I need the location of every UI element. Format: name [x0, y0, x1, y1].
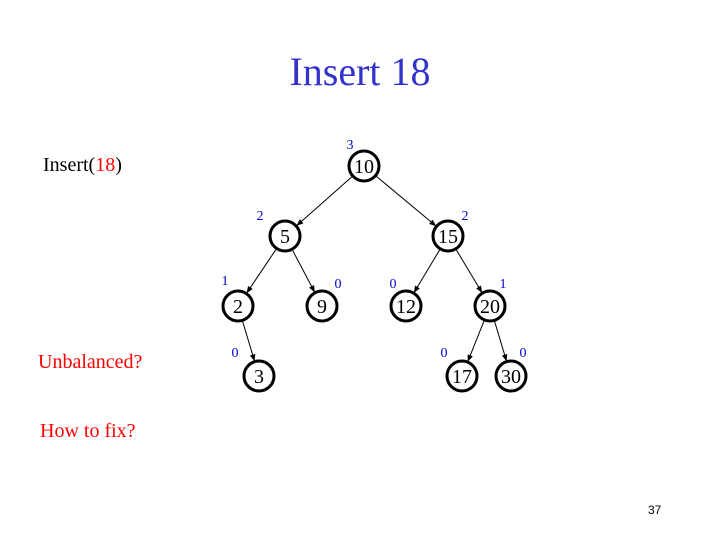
node-circle: [305, 289, 339, 323]
height-label-17: 0: [441, 346, 448, 361]
unbalanced-question: Unbalanced?: [38, 351, 143, 373]
insert-operation-label: Insert(18): [43, 154, 122, 177]
node-key: 17: [452, 366, 472, 388]
tree-node-30: 30: [494, 359, 528, 393]
node-circle: [389, 289, 423, 323]
node-circle: [431, 219, 465, 253]
height-label-9: 0: [335, 277, 342, 292]
height-label-12: 0: [390, 277, 397, 292]
edge-15-to-12: [413, 248, 441, 293]
edge-15-to-20: [455, 248, 483, 293]
node-key: 9: [317, 296, 327, 318]
tree-node-10: 10: [347, 149, 381, 183]
edge-5-to-2: [246, 248, 278, 294]
how-to-fix-question: How to fix?: [40, 420, 136, 442]
node-key: 5: [280, 226, 290, 248]
tree-node-5: 5: [268, 219, 302, 253]
height-label-5: 2: [257, 209, 264, 224]
height-label-3: 0: [232, 346, 239, 361]
tree-node-12: 12: [389, 289, 423, 323]
node-circle: [445, 359, 479, 393]
node-key: 12: [396, 296, 416, 318]
node-key: 2: [233, 296, 243, 318]
tree-node-2: 2: [221, 289, 255, 323]
height-label-2: 1: [222, 274, 229, 289]
node-circle: [473, 289, 507, 323]
height-label-30: 0: [520, 346, 527, 361]
height-label-10: 3: [347, 138, 354, 153]
node-circle: [494, 359, 528, 393]
edge-20-to-17: [467, 319, 485, 362]
insert-suffix: ): [115, 154, 122, 176]
node-key: 20: [480, 296, 500, 318]
node-circle: [242, 359, 276, 393]
tree-edges: [241, 175, 508, 362]
node-key: 15: [438, 226, 458, 248]
edge-10-to-5: [296, 175, 354, 226]
tree-node-15: 15: [431, 219, 465, 253]
edge-10-to-15: [375, 175, 437, 227]
tree-node-20: 20: [473, 289, 507, 323]
node-circle: [347, 149, 381, 183]
edge-20-to-30: [493, 320, 508, 362]
tree-node-9: 9: [305, 289, 339, 323]
height-label-15: 2: [462, 209, 469, 224]
tree-node-17: 17: [445, 359, 479, 393]
edge-2-to-3: [241, 320, 256, 362]
node-circle: [268, 219, 302, 253]
tree-node-3: 3: [242, 359, 276, 393]
node-key: 3: [254, 366, 264, 388]
page-number: 37: [648, 503, 662, 517]
insert-value: 18: [95, 154, 116, 176]
node-key: 10: [354, 156, 374, 178]
edge-5-to-9: [291, 249, 315, 293]
height-label-20: 1: [500, 277, 507, 292]
node-key: 30: [501, 366, 521, 388]
slide-title: Insert 18: [289, 49, 431, 94]
insert-prefix: Insert(: [43, 154, 96, 176]
node-circle: [221, 289, 255, 323]
